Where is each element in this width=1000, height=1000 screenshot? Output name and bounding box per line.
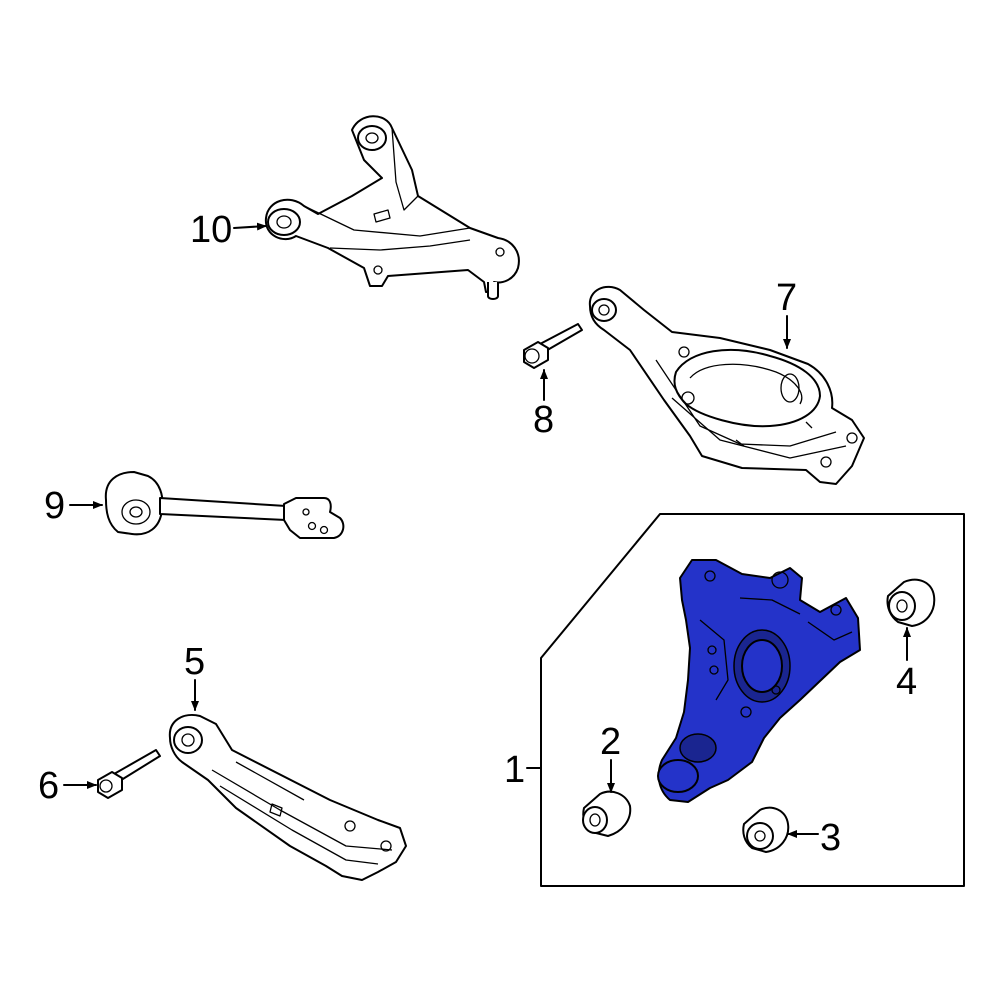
part-1-knuckle[interactable] [657, 559, 861, 803]
svg-text:7: 7 [776, 277, 797, 319]
svg-text:10: 10 [190, 209, 232, 251]
part-5-trailing-arm[interactable] [168, 714, 407, 881]
callout-4: 4 [896, 627, 917, 703]
callout-5: 5 [184, 641, 205, 711]
part-10-upper-control-arm[interactable] [264, 115, 520, 300]
callout-6: 6 [38, 765, 97, 807]
svg-text:8: 8 [533, 399, 554, 441]
svg-text:2: 2 [600, 721, 621, 763]
callout-7: 7 [776, 277, 797, 349]
callout-10: 10 [190, 209, 267, 251]
callout-2: 2 [600, 721, 621, 793]
inset-frame [540, 513, 965, 887]
part-9-toe-link[interactable] [104, 471, 345, 539]
callout-3: 3 [787, 817, 841, 859]
svg-text:1: 1 [504, 749, 525, 791]
part-8-bolt[interactable] [523, 323, 583, 369]
callout-9: 9 [44, 485, 103, 527]
svg-text:9: 9 [44, 485, 65, 527]
part-3-bushing[interactable] [742, 806, 790, 853]
svg-text:5: 5 [184, 641, 205, 683]
svg-text:3: 3 [820, 817, 841, 859]
callout-8: 8 [533, 369, 554, 441]
part-4-bushing[interactable] [886, 578, 936, 627]
part-2-bushing[interactable] [582, 790, 632, 837]
part-6-bolt[interactable] [97, 749, 161, 799]
callout-1: 1 [504, 749, 542, 791]
part-7-lower-control-arm[interactable] [588, 285, 865, 485]
svg-text:6: 6 [38, 765, 59, 807]
svg-text:4: 4 [896, 661, 917, 703]
